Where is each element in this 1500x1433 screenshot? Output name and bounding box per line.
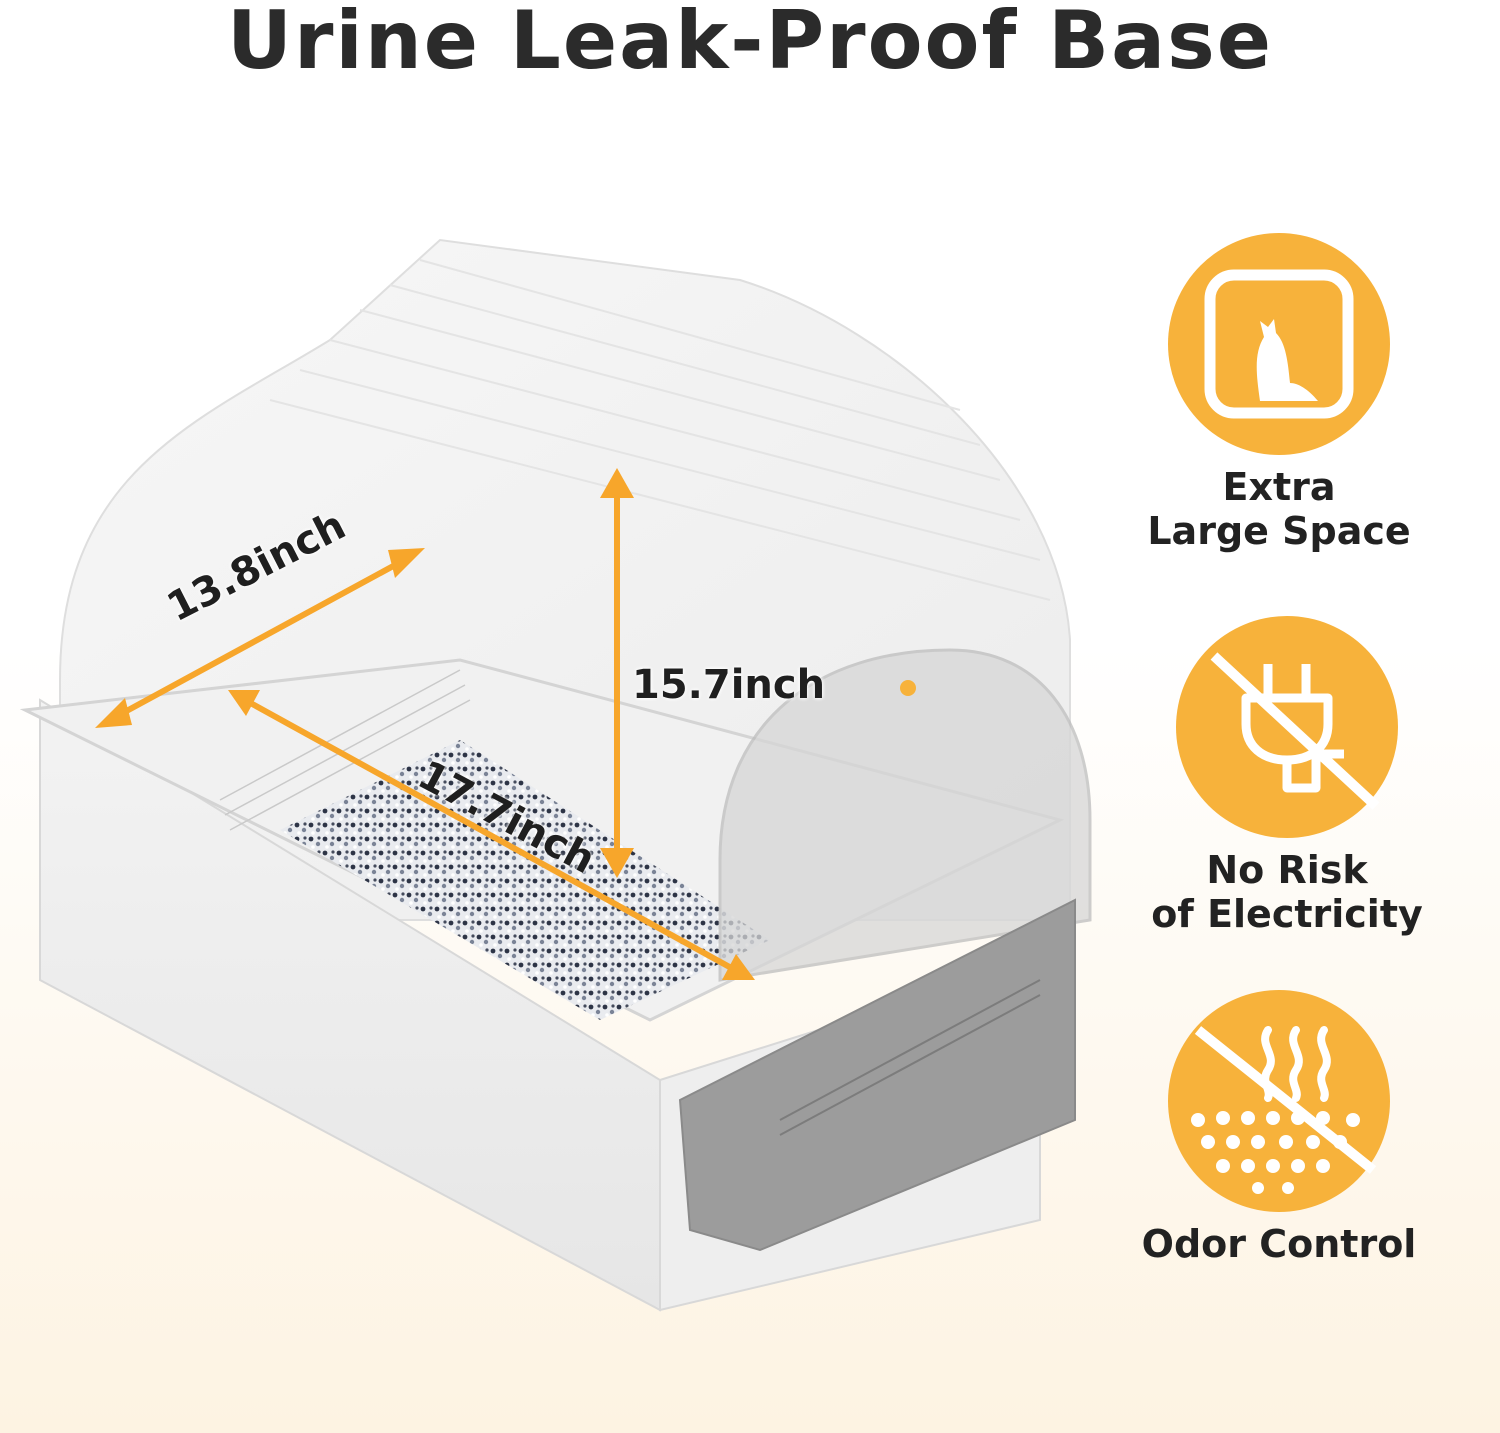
page-title: Urine Leak-Proof Base (226, 0, 1274, 87)
feature-no-risk-electricity: No Risk of Electricity (1107, 616, 1467, 936)
feature-line-2: of Electricity (1151, 892, 1423, 936)
feature-label: Odor Control (1099, 1222, 1459, 1266)
no-plug-icon (1176, 616, 1398, 838)
feature-line-1: No Risk (1206, 848, 1368, 892)
feature-extra-large-space: Extra Large Space (1099, 233, 1459, 553)
feature-odor-control: Odor Control (1099, 990, 1459, 1266)
feature-line-2: Large Space (1147, 509, 1411, 553)
litter-box-illustration (0, 220, 1100, 1340)
odor-control-icon (1168, 990, 1390, 1212)
feature-line-1: Extra (1222, 465, 1336, 509)
cat-space-icon (1168, 233, 1390, 455)
feature-label: Extra Large Space (1099, 465, 1459, 553)
feature-line-1: Odor Control (1141, 1222, 1417, 1266)
feature-label: No Risk of Electricity (1107, 848, 1467, 936)
dimension-height-label: 15.7inch (632, 662, 826, 708)
litter-box-drawing (19, 238, 1092, 1312)
